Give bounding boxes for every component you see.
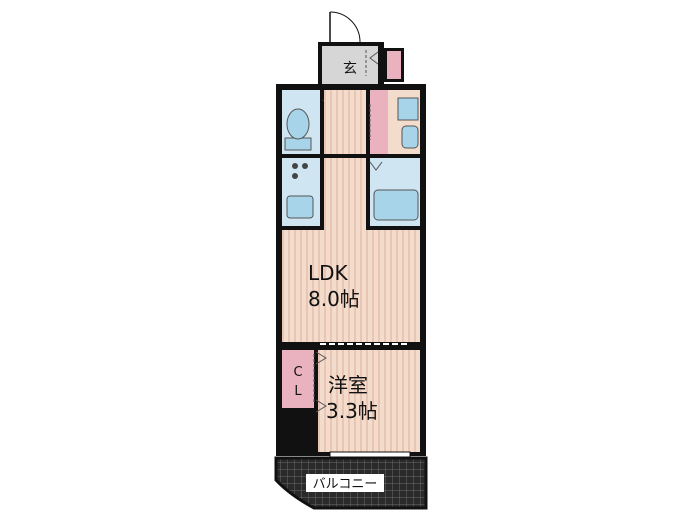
washing-machine <box>397 97 419 121</box>
shoe-cabinet <box>387 51 401 79</box>
ldk-room <box>282 230 420 342</box>
yoshitsu-label: 洋室 <box>328 373 368 397</box>
ldk-label: LDK <box>308 261 349 285</box>
ldk-size-label: 8.0帖 <box>308 287 360 311</box>
closet-label-c: C <box>293 365 302 380</box>
kitchen-sink <box>286 195 314 219</box>
stove-burner-icon <box>292 163 298 169</box>
genkan-area <box>318 42 404 86</box>
bathtub <box>373 189 419 221</box>
entry-door <box>329 11 361 43</box>
wash-basin <box>401 125 419 149</box>
balcony-label-bg <box>306 474 384 492</box>
toilet-tank <box>284 137 312 151</box>
yoshitsu-room <box>318 350 420 452</box>
yoshitsu-size-label: 3.3帖 <box>326 399 378 423</box>
genkan-label: 玄 <box>343 60 357 77</box>
ldk-entry-floor <box>324 158 366 230</box>
bathroom <box>369 158 420 226</box>
kitchen-counter <box>282 158 320 226</box>
stove-burner-icon <box>292 173 298 179</box>
closet <box>282 350 315 408</box>
stove-burner-icon <box>302 163 308 169</box>
balcony-label: バルコニー <box>313 477 378 492</box>
toilet-bowl <box>286 108 310 140</box>
hallway <box>324 90 366 154</box>
closet-label-l: L <box>294 384 302 399</box>
toilet-room <box>282 90 345 154</box>
washroom <box>369 90 420 154</box>
balcony-window <box>329 451 411 458</box>
